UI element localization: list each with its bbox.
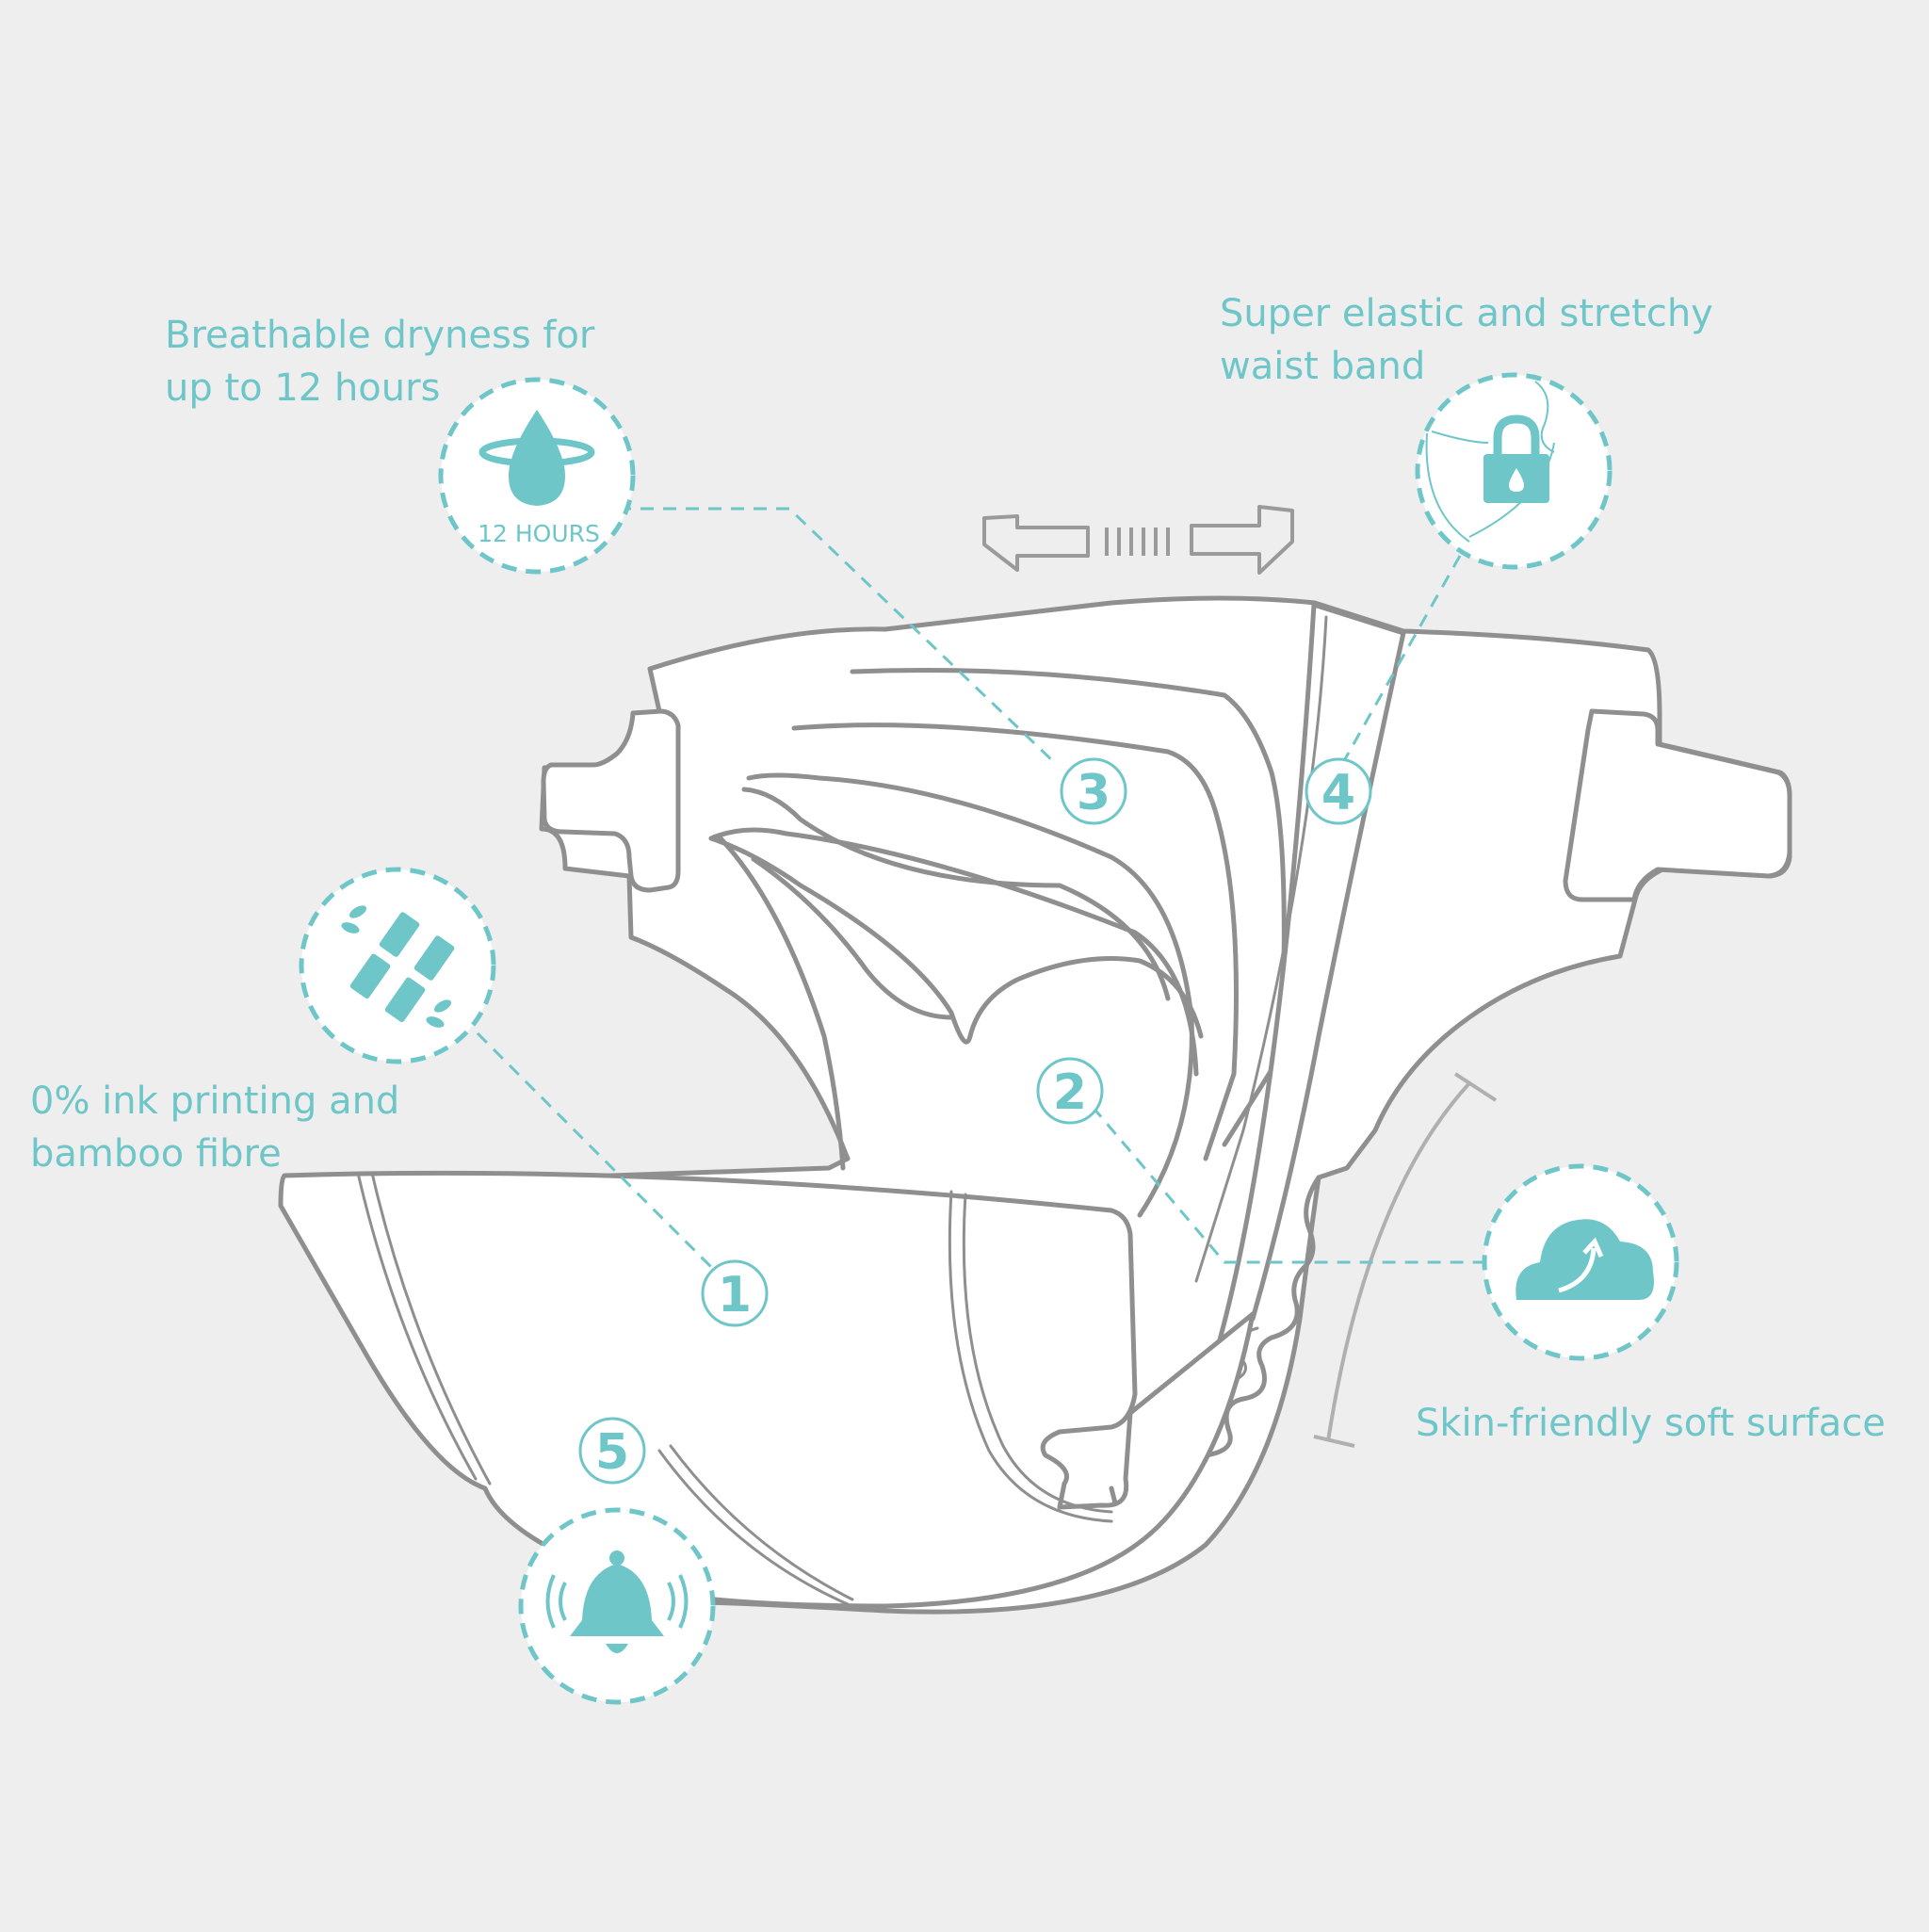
diaper-outline <box>278 595 1792 1615</box>
marker-2: 2 <box>1036 1057 1104 1125</box>
bamboo-label: 0% ink printing and bamboo fibre <box>30 1075 399 1180</box>
leader-lines <box>460 507 1516 1274</box>
twelve-hours-label: 12 HOURS <box>478 520 600 547</box>
waistband-line-2: waist band <box>1220 345 1426 388</box>
breathable-line-2: up to 12 hours <box>165 366 441 410</box>
marker-4: 4 <box>1305 757 1372 825</box>
stretch-arrows <box>982 505 1294 575</box>
bell-icon <box>545 1550 689 1653</box>
cloud-icon <box>1516 1219 1654 1300</box>
indicator-badge <box>518 1507 716 1705</box>
size-measure-bracket <box>1313 1072 1498 1448</box>
marker-1: 1 <box>701 1259 769 1327</box>
skin-line-1: Skin-friendly soft surface <box>1416 1402 1886 1445</box>
waistband-badge <box>1415 372 1613 570</box>
breathable-line-1: Breathable dryness for <box>165 314 595 357</box>
skin-label: Skin-friendly soft surface <box>1416 1397 1886 1450</box>
marker-1-label: 1 <box>718 1267 752 1323</box>
bamboo-icon <box>341 905 455 1028</box>
marker-2-label: 2 <box>1053 1064 1087 1121</box>
bamboo-line-1: 0% ink printing and <box>30 1080 400 1123</box>
breathable-badge: 12 HOURS <box>438 377 636 575</box>
padlock-icon <box>1483 414 1549 503</box>
marker-3: 3 <box>1060 757 1127 825</box>
bamboo-line-2: bamboo fibre <box>30 1132 282 1176</box>
breathable-label: Breathable dryness for up to 12 hours <box>165 309 594 414</box>
waistband-line-1: Super elastic and stretchy <box>1220 292 1713 335</box>
skin-badge <box>1482 1163 1679 1361</box>
waistband-label: Super elastic and stretchy waist band <box>1220 287 1713 393</box>
marker-5: 5 <box>578 1417 646 1485</box>
droplet-12-hours-icon <box>478 410 595 506</box>
marker-5-label: 5 <box>595 1424 629 1481</box>
marker-3-label: 3 <box>1077 765 1110 821</box>
bamboo-badge <box>299 867 496 1064</box>
marker-4-label: 4 <box>1321 765 1355 821</box>
